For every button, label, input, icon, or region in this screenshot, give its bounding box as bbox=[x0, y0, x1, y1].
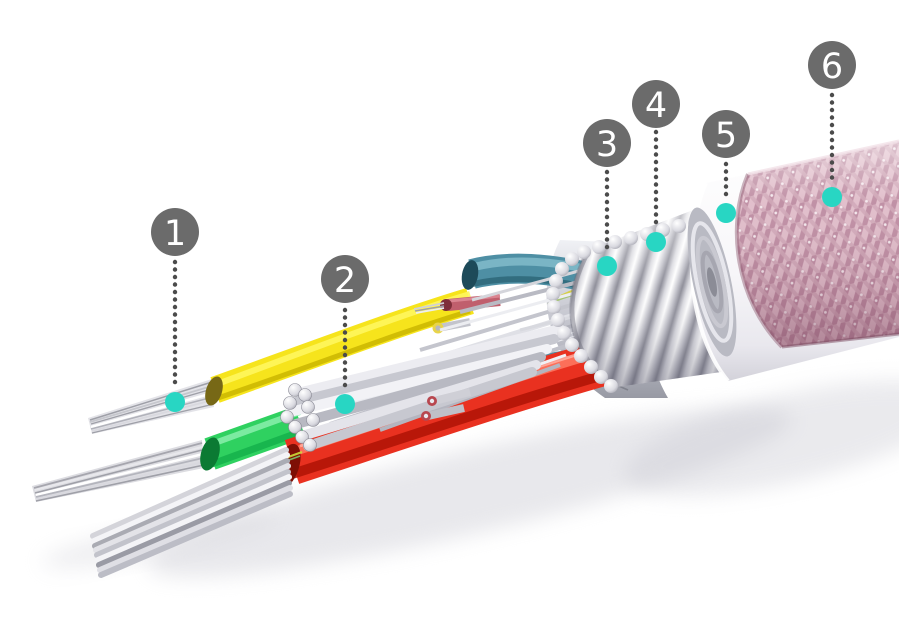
callout-2: 2 bbox=[321, 255, 369, 414]
callout-4: 4 bbox=[632, 80, 680, 252]
callout-circle-2 bbox=[321, 255, 369, 303]
callout-number-6: 6 bbox=[821, 47, 843, 87]
marker-dot-1 bbox=[165, 392, 185, 412]
drain-wire-bundle bbox=[280, 324, 565, 452]
callout-circle-3 bbox=[583, 119, 631, 167]
small-stranded-wires bbox=[421, 388, 471, 421]
callout-1: 1 bbox=[151, 208, 199, 412]
callout-number-2: 2 bbox=[334, 261, 356, 301]
callout-circle-4 bbox=[632, 80, 680, 128]
drain-wire-cut-ends bbox=[280, 383, 320, 452]
callout-number-3: 3 bbox=[596, 125, 618, 165]
callout-number-1: 1 bbox=[164, 214, 186, 254]
green-wire bbox=[32, 406, 306, 502]
outer-braid-jacket bbox=[734, 139, 899, 349]
marker-dot-3 bbox=[597, 256, 617, 276]
callout-number-4: 4 bbox=[645, 86, 667, 126]
callout-circle-5 bbox=[702, 110, 750, 158]
marker-dot-2 bbox=[335, 394, 355, 414]
marker-dot-6 bbox=[822, 187, 842, 207]
callout-5: 5 bbox=[702, 110, 750, 223]
marker-dot-4 bbox=[646, 232, 666, 252]
callout-number-5: 5 bbox=[715, 116, 737, 156]
callouts: 1 2 3 4 5 bbox=[151, 41, 856, 414]
callout-circle-1 bbox=[151, 208, 199, 256]
marker-dot-5 bbox=[716, 203, 736, 223]
callout-3: 3 bbox=[583, 119, 631, 276]
callout-circle-6 bbox=[808, 41, 856, 89]
callout-6: 6 bbox=[808, 41, 856, 207]
